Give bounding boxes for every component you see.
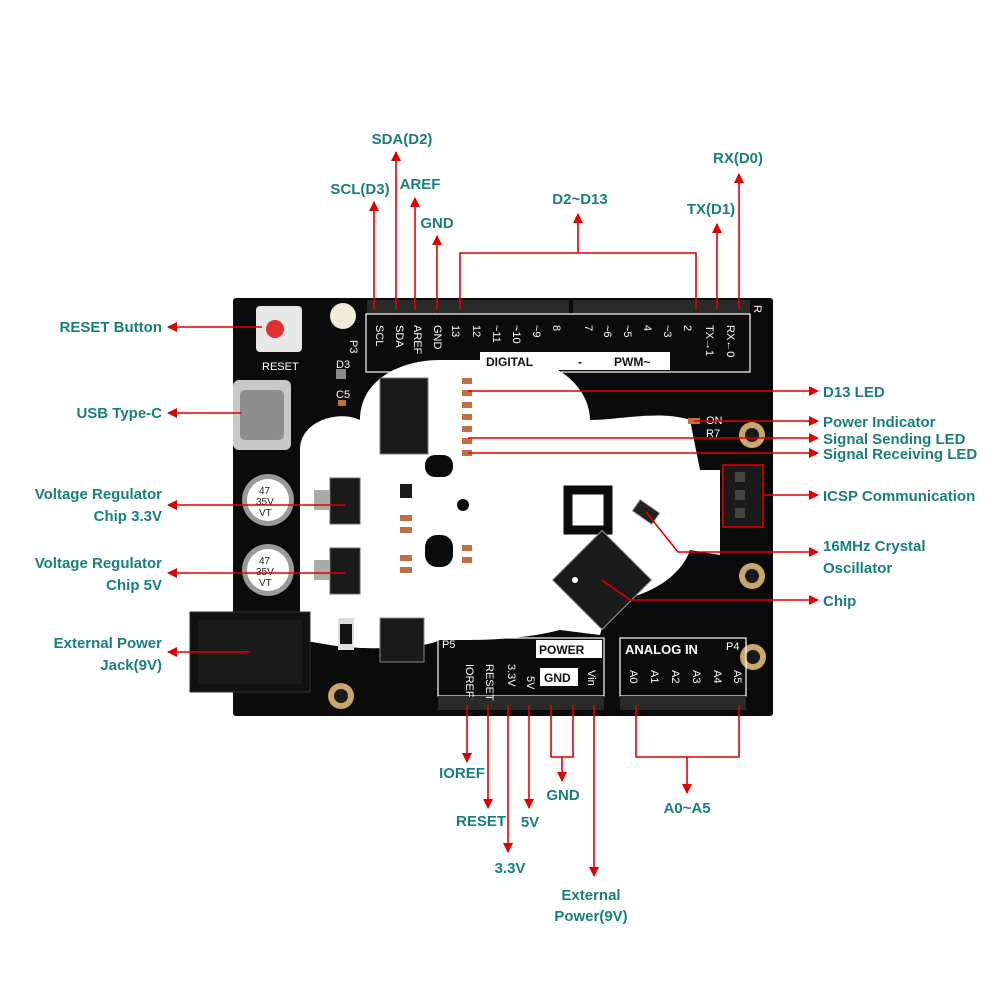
arrow-chip: [601, 579, 819, 605]
silk-aref: AREF: [411, 325, 423, 355]
annotation-labels: SDA(D2) SCL(D3) AREF GND D2~D13 RX(D0) T…: [35, 131, 978, 925]
silk-d1: D1: [358, 639, 372, 651]
icsp-highlight: [722, 464, 764, 528]
silk-reset-pin: RESET: [483, 664, 495, 701]
silk-p3: P3: [347, 340, 359, 353]
label-d2-d13: D2~D13: [552, 191, 607, 208]
silk-a4: A4: [711, 670, 723, 683]
silk-p4: P4: [726, 641, 739, 653]
label-gnd-top: GND: [420, 215, 454, 232]
silk-5: ~5: [621, 325, 633, 338]
label-5v: 5V: [521, 814, 539, 831]
silk-r-mark: R: [751, 305, 763, 313]
silk-gnd: GND: [431, 325, 443, 350]
cap-top-line2: 35V: [256, 497, 274, 508]
silk-dash: -: [578, 355, 582, 369]
silk-scl: SCL: [373, 325, 385, 346]
regulator-5v: [329, 547, 361, 595]
silk-8: 8: [550, 325, 562, 331]
cap-top-line3: VT: [259, 508, 272, 519]
label-3v3: 3.3V: [495, 860, 526, 877]
label-vreg33-line1: Voltage Regulator: [35, 486, 162, 503]
label-jack-line1: External Power: [54, 635, 163, 652]
silk-12: 12: [470, 325, 482, 337]
silk-9: ~9: [530, 325, 542, 338]
label-ioref: IOREF: [439, 765, 485, 782]
label-usb: USB Type-C: [76, 405, 162, 422]
silk-11: ~11: [490, 325, 502, 343]
silk-c5: C5: [336, 389, 350, 401]
silk-vin: Vin: [585, 670, 597, 686]
silk-a5: A5: [731, 670, 743, 683]
label-reset-pin: RESET: [456, 813, 506, 830]
silk-tx1: TX→1: [703, 325, 715, 356]
silk-d3: D3: [336, 359, 350, 371]
silk-pwm: PWM~: [614, 355, 650, 369]
silk-sda: SDA: [393, 325, 405, 348]
silk-5v: 5V: [524, 676, 536, 690]
silk-digital: DIGITAL: [486, 355, 533, 369]
silk-analog-in: ANALOG IN: [625, 642, 698, 657]
silkscreen-text: SCL SDA AREF GND 13 12 ~11 ~10 ~9 8 7 ~6…: [256, 305, 763, 701]
cap-bot-line1: 47: [259, 556, 271, 567]
silk-a0: A0: [627, 670, 639, 683]
silk-6: ~6: [601, 325, 613, 338]
silk-3v3: 3.3V: [505, 664, 517, 687]
label-reset-button: RESET Button: [60, 319, 163, 336]
label-crystal-line2: Oscillator: [823, 560, 892, 577]
annotation-arrows: [167, 151, 819, 877]
label-ext-power-line2: Power(9V): [554, 908, 627, 925]
cap-top-line1: 47: [259, 486, 271, 497]
label-aref: AREF: [400, 176, 441, 193]
label-icsp: ICSP Communication: [823, 488, 975, 505]
silk-7: 7: [582, 325, 594, 331]
label-crystal-line1: 16MHz Crystal: [823, 538, 926, 555]
label-scl: SCL(D3): [330, 181, 389, 198]
label-vreg33-line2: Chip 3.3V: [94, 508, 162, 525]
silk-3: ~3: [661, 325, 673, 338]
silk-gnd-bottom: GND: [544, 671, 571, 685]
silk-a3: A3: [690, 670, 702, 683]
bottom-ic: [379, 617, 425, 663]
silk-a2: A2: [669, 670, 681, 683]
silk-13: 13: [449, 325, 461, 337]
silk-power: POWER: [539, 643, 585, 657]
silk-a1: A1: [648, 670, 660, 683]
label-vreg5-line2: Chip 5V: [106, 577, 162, 594]
silk-4: 4: [641, 325, 653, 331]
label-sda: SDA(D2): [372, 131, 433, 148]
label-gnd-bottom: GND: [546, 787, 580, 804]
label-a0-a5: A0~A5: [663, 800, 710, 817]
label-rx: RX(D0): [713, 150, 763, 167]
label-tx: TX(D1): [687, 201, 735, 218]
silk-r7: R7: [706, 428, 720, 440]
label-chip: Chip: [823, 593, 856, 610]
cap-bot-line3: VT: [259, 578, 272, 589]
arrow-crystal: [645, 511, 819, 557]
silk-reset: RESET: [262, 361, 299, 373]
label-power-ind: Power Indicator: [823, 414, 936, 431]
usb-serial-ic: [379, 377, 429, 455]
label-vreg5-line1: Voltage Regulator: [35, 555, 162, 572]
silk-c12: C12: [534, 596, 554, 608]
silk-rx0: RX←0: [724, 325, 736, 357]
label-rx-led: Signal Receiving LED: [823, 446, 977, 463]
regulator-33v: [329, 477, 361, 525]
label-d13-led: D13 LED: [823, 384, 885, 401]
silk-2: 2: [681, 325, 693, 331]
label-jack-line2: Jack(9V): [100, 657, 162, 674]
label-ext-power-line1: External: [561, 887, 620, 904]
label-tx-led: Signal Sending LED: [823, 431, 966, 448]
silk-p5: P5: [442, 639, 455, 651]
arduino-board: [189, 298, 773, 716]
silk-10: ~10: [510, 325, 522, 344]
silk-ioref: IOREF: [463, 664, 475, 698]
